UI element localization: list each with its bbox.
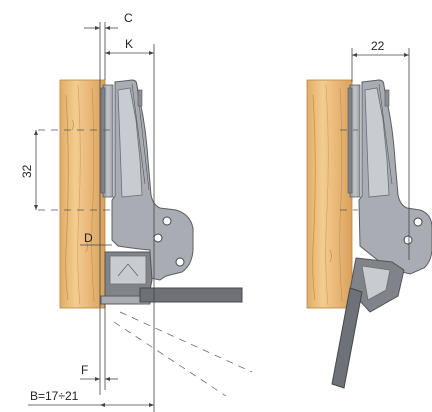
- label-f: F: [81, 363, 88, 377]
- door-panel-closed-left: [139, 287, 243, 303]
- mounting-plate-left: [100, 84, 114, 198]
- hinge-cup-left: [100, 251, 153, 305]
- dimension-k: K: [105, 37, 155, 412]
- dimension-c: C: [84, 11, 133, 395]
- dimension-32: 32: [20, 130, 38, 210]
- label-k: K: [125, 37, 133, 51]
- right-view: 22: [306, 39, 432, 389]
- dimension-f: F: [80, 304, 118, 390]
- door-panel-open-right: [331, 287, 363, 389]
- cabinet-side-panel-right: [306, 79, 353, 309]
- label-d: D: [84, 231, 93, 245]
- dimension-b: B=17÷21: [28, 389, 154, 407]
- dimension-22: 22: [351, 39, 410, 260]
- hinge-cup-open-right: [349, 257, 405, 313]
- left-view: C K 32 D F: [20, 11, 253, 412]
- label-c: C: [124, 11, 133, 25]
- dimension-d: D: [80, 231, 112, 246]
- door-swing-line-inner: [113, 321, 227, 397]
- hinge-arm-left: [111, 79, 194, 281]
- hinge-arm-right: [358, 79, 432, 275]
- label-32: 32: [20, 164, 34, 178]
- door-swing-line-outer: [119, 311, 253, 373]
- label-22: 22: [371, 39, 385, 53]
- mounting-plate-right: [347, 84, 361, 198]
- cabinet-side-panel-left: [59, 79, 106, 309]
- label-b-range: B=17÷21: [30, 389, 79, 403]
